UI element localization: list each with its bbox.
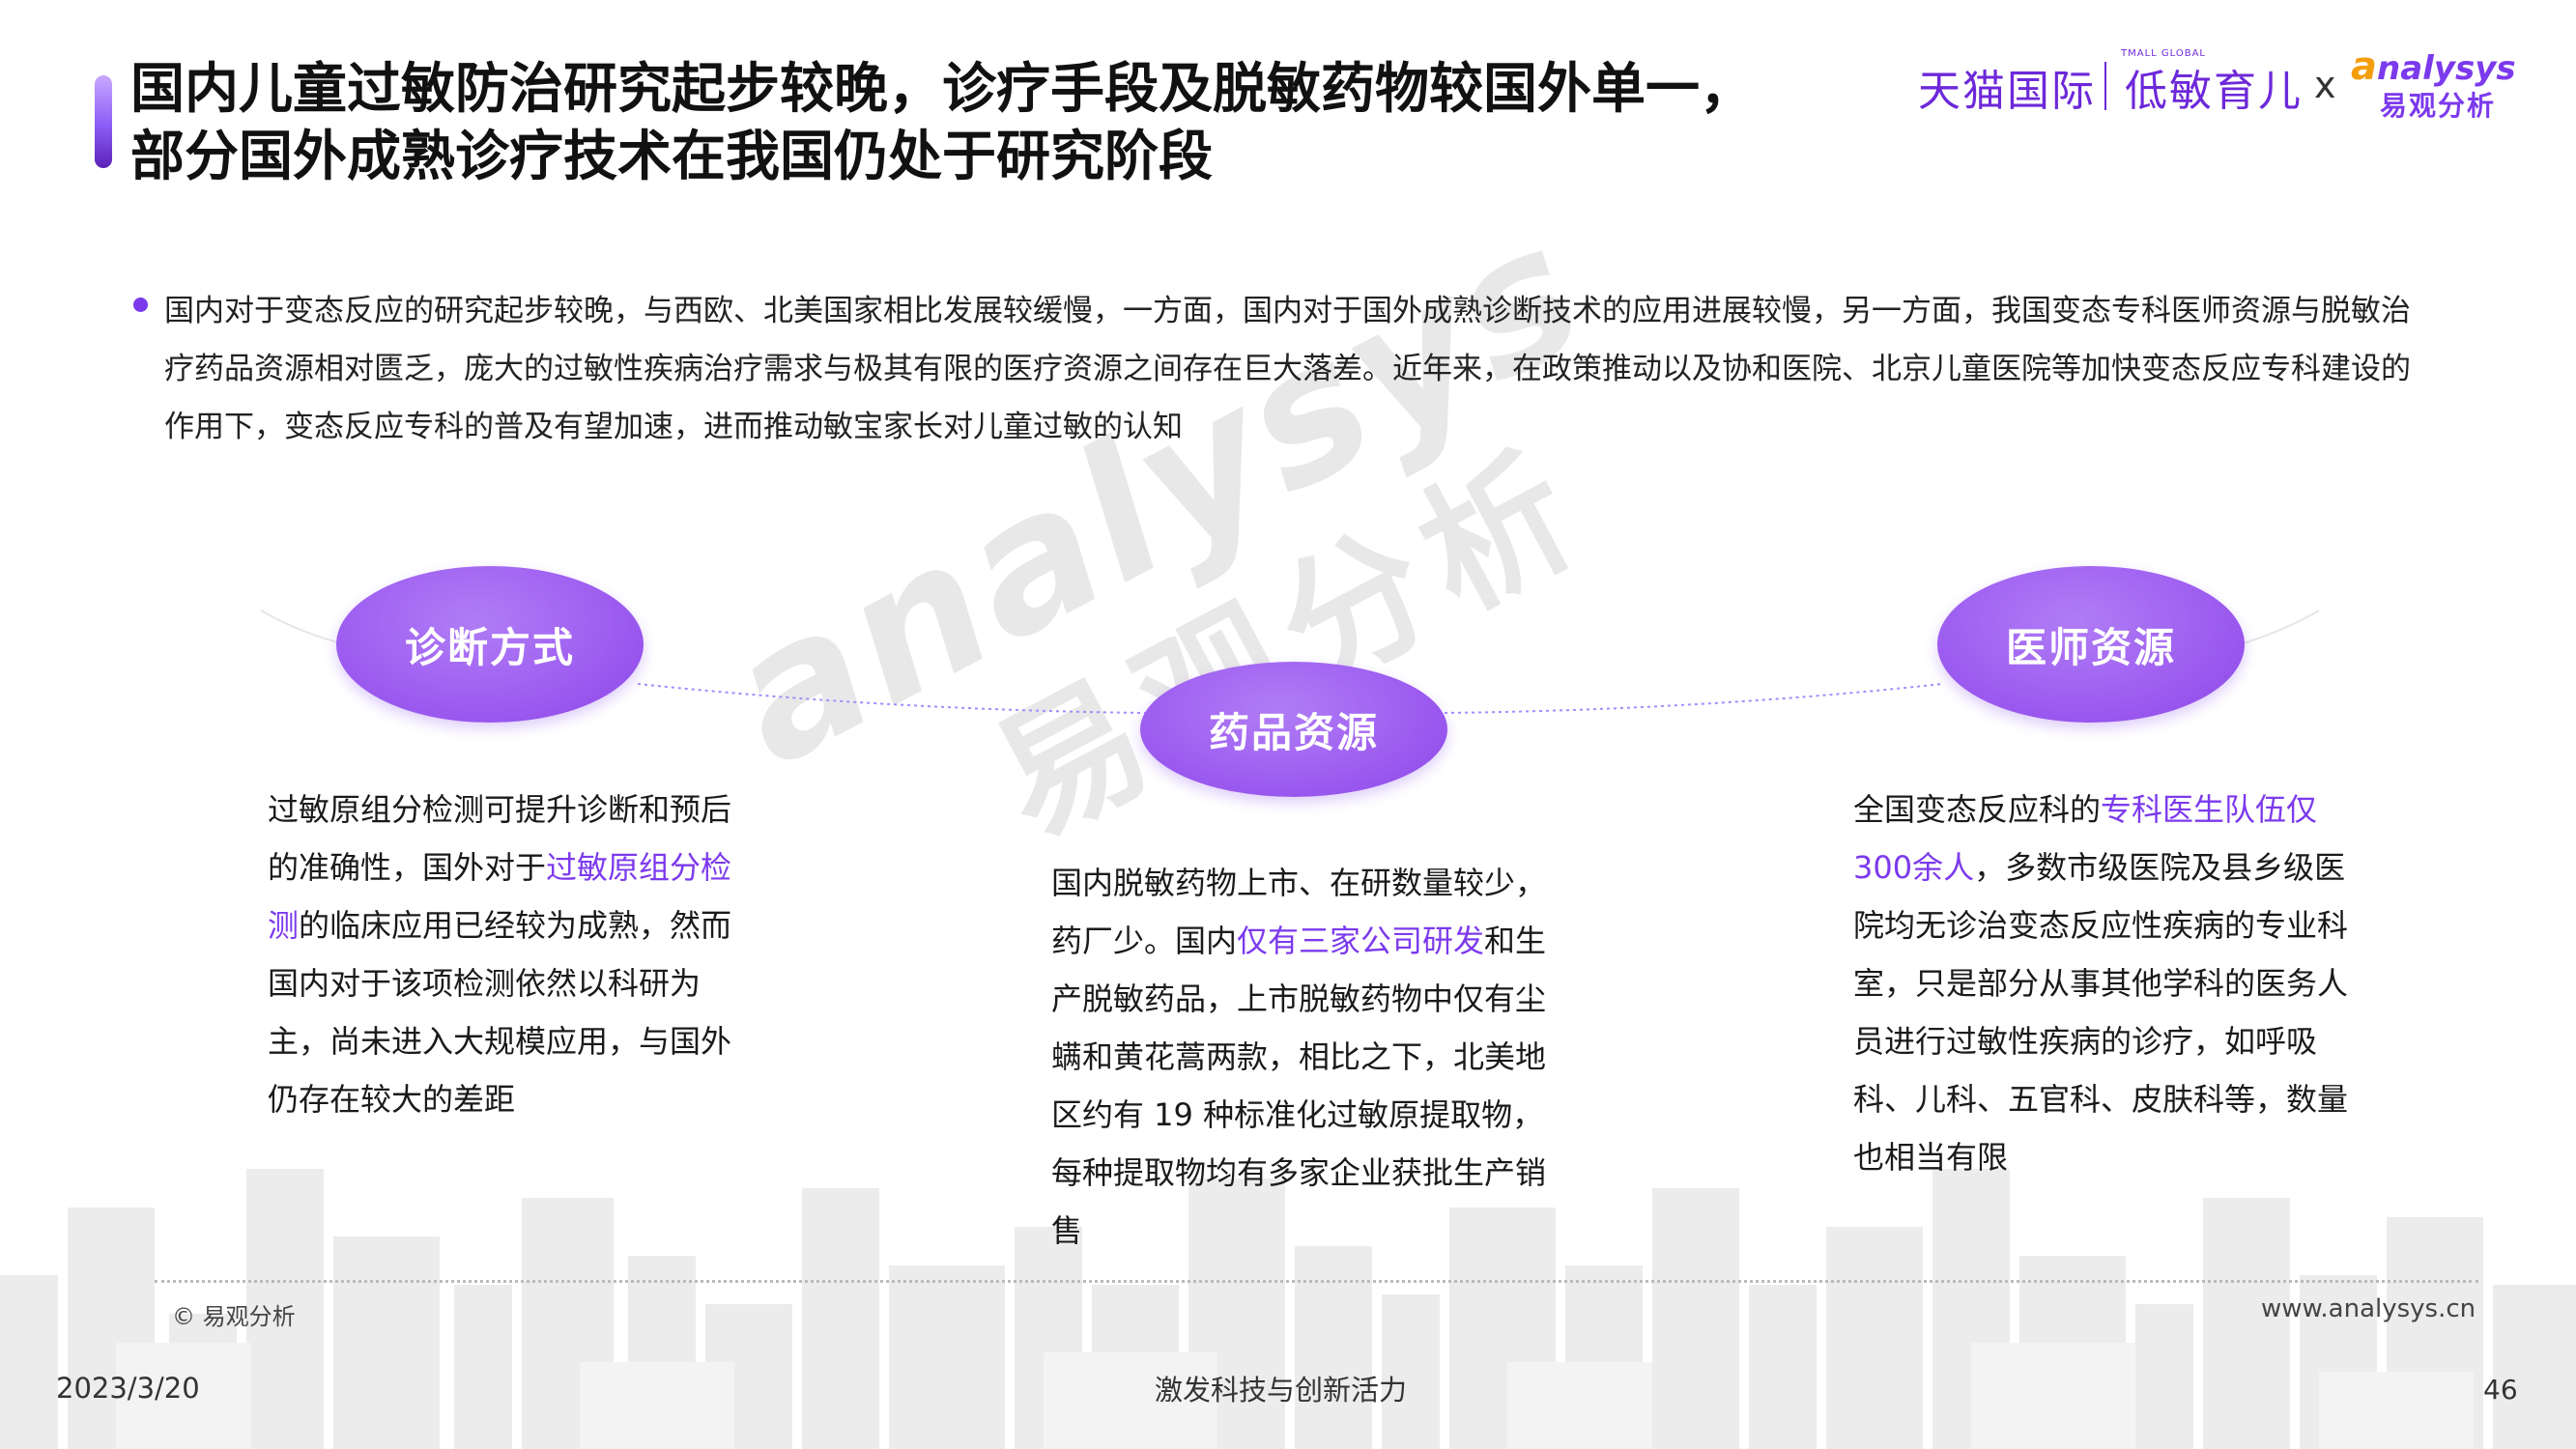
doctors-text-part1: 全国变态反应科的 <box>1853 791 2102 828</box>
doctors-bubble: 医师资源 <box>1937 566 2245 723</box>
intro-text: 国内对于变态反应的研究起步较晚，与西欧、北美国家相比发展较缓慢，一方面，国内对于… <box>164 294 2411 444</box>
tmall-global-small-label: TMALL GLOBAL <box>2121 48 2207 59</box>
logo-area: TMALL GLOBAL 天猫国际 低敏育儿 x analysys 易观分析 <box>1918 39 2517 126</box>
logo-divider <box>2104 62 2106 110</box>
page-title: 国内儿童过敏防治研究起步较晚，诊疗手段及脱敏药物较国外单一， 部分国外成熟诊疗技… <box>130 56 1870 191</box>
title-accent-bar <box>95 75 112 168</box>
analysys-logo-rest: nalysys <box>2377 49 2516 88</box>
logo-x-separator: x <box>2314 64 2336 106</box>
tmall-global-logo: 天猫国际 <box>1918 67 2096 116</box>
diagnosis-bubble: 诊断方式 <box>336 566 644 723</box>
intro-bullet: 国内对于变态反应的研究起步较晚，与西欧、北美国家相比发展较缓慢，一方面，国内对于… <box>133 282 2433 456</box>
drugs-text-part1: 国内脱敏药物上市、在研数量较少，药厂少。国内 <box>1051 865 1547 959</box>
drugs-bubble: 药品资源 <box>1140 662 1447 797</box>
drugs-description: 国内脱敏药物上市、在研数量较少，药厂少。国内仅有三家公司研发和生产脱敏药品，上市… <box>1051 854 1573 1260</box>
analysys-logo-cn: 易观分析 <box>2380 90 2497 122</box>
doctors-text-part2: ，多数市级医院及县乡级医院均无诊治变态反应性疾病的专业科室，只是部分从事其他学科… <box>1853 849 2349 1176</box>
doctors-highlight: 专科医生队伍仅300余人 <box>1853 791 2318 886</box>
footer-date: 2023/3/20 <box>56 1372 200 1405</box>
page-title-line1: 国内儿童过敏防治研究起步较晚，诊疗手段及脱敏药物较国外单一， <box>130 58 1754 121</box>
diagnosis-text-part1: 过敏原组分检测可提升诊断和预后的准确性，国外对于 <box>268 791 732 886</box>
diagnosis-description: 过敏原组分检测可提升诊断和预后的准确性，国外对于过敏原组分检测的临床应用已经较为… <box>268 781 751 1128</box>
footer-website-link[interactable]: www.analysys.cn <box>2261 1294 2476 1323</box>
drugs-heading: 药品资源 <box>1208 708 1379 756</box>
footer-divider <box>155 1280 2478 1283</box>
drugs-highlight: 仅有三家公司研发 <box>1237 923 1485 959</box>
diagnosis-highlight: 过敏原组分检测 <box>268 849 732 944</box>
page-title-line2: 部分国外成熟诊疗技术在我国仍处于研究阶段 <box>130 126 1213 188</box>
diagnosis-text-part2: 的临床应用已经较为成熟，然而国内对于该项检测依然以科研为主，尚未进入大规模应用，… <box>268 907 732 1118</box>
analysys-logo-first-letter: a <box>2351 44 2377 89</box>
analysys-logo: analysys <box>2351 44 2516 89</box>
doctors-heading: 医师资源 <box>2005 623 2176 671</box>
bullet-dot-icon <box>133 298 148 312</box>
drugs-text-part2: 和生产脱敏药品，上市脱敏药物中仅有尘螨和黄花蒿两款，相比之下，北美地区约有 19… <box>1051 923 1547 1249</box>
diagnosis-heading: 诊断方式 <box>404 623 575 671</box>
footer-slogan: 激发科技与创新活力 <box>1155 1374 1408 1406</box>
doctors-description: 全国变态反应科的专科医生队伍仅300余人，多数市级医院及县乡级医院均无诊治变态反… <box>1853 781 2356 1186</box>
footer-copyright: © 易观分析 <box>172 1303 296 1330</box>
city-skyline-background <box>0 1169 2576 1449</box>
page-number: 46 <box>2483 1374 2518 1406</box>
low-allergy-parenting-logo: 低敏育儿 <box>2125 67 2303 116</box>
